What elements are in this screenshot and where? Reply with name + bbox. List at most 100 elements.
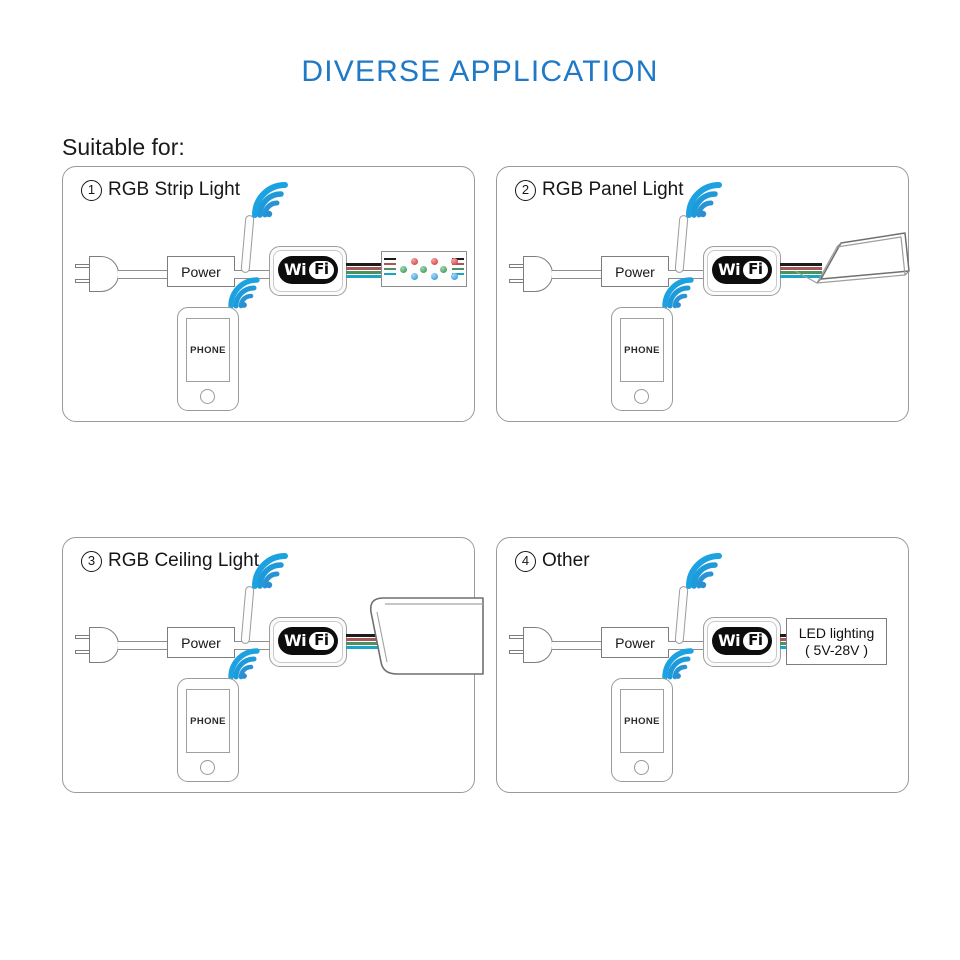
plug-body [523,256,553,292]
power-supply-box: Power [601,627,669,658]
led-group [400,258,424,282]
wire-red [780,267,822,270]
led-red [411,258,418,265]
strip-pads-left [384,258,396,278]
wifi-signal-icon-phone [661,648,701,682]
wifi-signal-icon [685,181,731,221]
panel-other: 4 Other Power Wi Fi [496,537,909,793]
panel-3-number: 3 [81,551,102,572]
wire-black [780,263,822,266]
flat-panel-light [793,221,913,316]
wifi-signal-icon-phone [227,277,267,311]
power-supply-label: Power [181,263,221,280]
suitable-for-label: Suitable for: [62,134,185,160]
cable-plug-to-power [118,641,168,650]
power-supply-label: Power [181,634,221,651]
wifi-logo-wi: Wi [718,631,741,650]
panel-4-number: 4 [515,551,536,572]
panel-4-title: 4 Other [515,550,590,572]
led-red [451,258,458,265]
smartphone: PHONE [177,307,239,411]
plug-body [523,627,553,663]
wifi-logo-wi: Wi [718,260,741,279]
led-group [420,258,444,282]
led-green [420,266,427,273]
wire-green [346,642,386,645]
wifi-controller: Wi Fi [269,246,347,296]
wifi-logo: Wi Fi [712,627,772,655]
antenna-icon [674,214,689,274]
ceiling-light [357,586,487,691]
plug-body [89,627,119,663]
wifi-logo-fi: Fi [309,261,334,279]
wifi-logo-fi: Fi [309,632,334,650]
panel-2-title: 2 RGB Panel Light [515,179,684,201]
phone-home-button [634,760,649,775]
wifi-logo-wi: Wi [284,631,307,650]
phone-screen: PHONE [620,318,664,382]
panel-3-title: 3 RGB Ceiling Light [81,550,259,572]
wifi-controller: Wi Fi [703,246,781,296]
led-blue [431,273,438,280]
led-green [400,266,407,273]
power-supply-box: Power [167,256,235,287]
panel-rgb-ceiling-light: 3 RGB Ceiling Light Power Wi Fi [62,537,484,793]
page-title: DIVERSE APPLICATION [301,55,659,88]
phone-screen: PHONE [186,689,230,753]
phone-home-button [634,389,649,404]
led-lighting-line1: LED lighting [798,624,875,641]
power-supply-box: Power [601,256,669,287]
panel-rgb-panel-light: 2 RGB Panel Light Power Wi Fi [496,166,910,422]
wifi-signal-icon [251,181,297,221]
panel-3-label: RGB Ceiling Light [108,550,260,571]
led-group [440,258,464,282]
power-plug-icon [509,627,553,663]
wifi-signal-icon-phone [661,277,701,311]
power-plug-icon [75,627,119,663]
power-supply-label: Power [615,263,655,280]
panel-2-number: 2 [515,180,536,201]
smartphone: PHONE [611,307,673,411]
cable-plug-to-power [552,641,602,650]
panel-1-label: RGB Strip Light [108,179,240,200]
wire-black [346,634,386,637]
panel-2-label: RGB Panel Light [542,179,684,200]
phone-screen: PHONE [620,689,664,753]
antenna-icon [240,214,255,274]
smartphone: PHONE [177,678,239,782]
led-red [431,258,438,265]
phone-screen: PHONE [186,318,230,382]
power-plug-icon [509,256,553,292]
cable-plug-to-power [552,270,602,279]
cable-plug-to-power [118,270,168,279]
panel-4-label: Other [542,550,590,571]
wire-blue [346,646,386,649]
smartphone: PHONE [611,678,673,782]
strip-pads-right [452,258,464,278]
wifi-controller: Wi Fi [269,617,347,667]
power-supply-label: Power [615,634,655,651]
rgb-output-wires [346,634,386,649]
led-blue [451,273,458,280]
power-plug-icon [75,256,119,292]
phone-home-button [200,760,215,775]
led-blue [411,273,418,280]
wifi-signal-icon [251,552,297,592]
wifi-logo-fi: Fi [743,261,768,279]
led-lighting-line2: ( 5V-28V ) [804,641,869,658]
led-lighting-box: LED lighting ( 5V-28V ) [786,618,887,665]
wifi-signal-icon [685,552,731,592]
rgb-output-wires [780,263,822,278]
antenna-icon [674,585,689,645]
wire-green [780,271,822,274]
led-green [440,266,447,273]
phone-home-button [200,389,215,404]
wifi-logo: Wi Fi [712,256,772,284]
wire-red [346,638,386,641]
wifi-controller: Wi Fi [703,617,781,667]
wifi-logo-wi: Wi [284,260,307,279]
rgb-led-strip [381,251,467,287]
power-supply-box: Power [167,627,235,658]
